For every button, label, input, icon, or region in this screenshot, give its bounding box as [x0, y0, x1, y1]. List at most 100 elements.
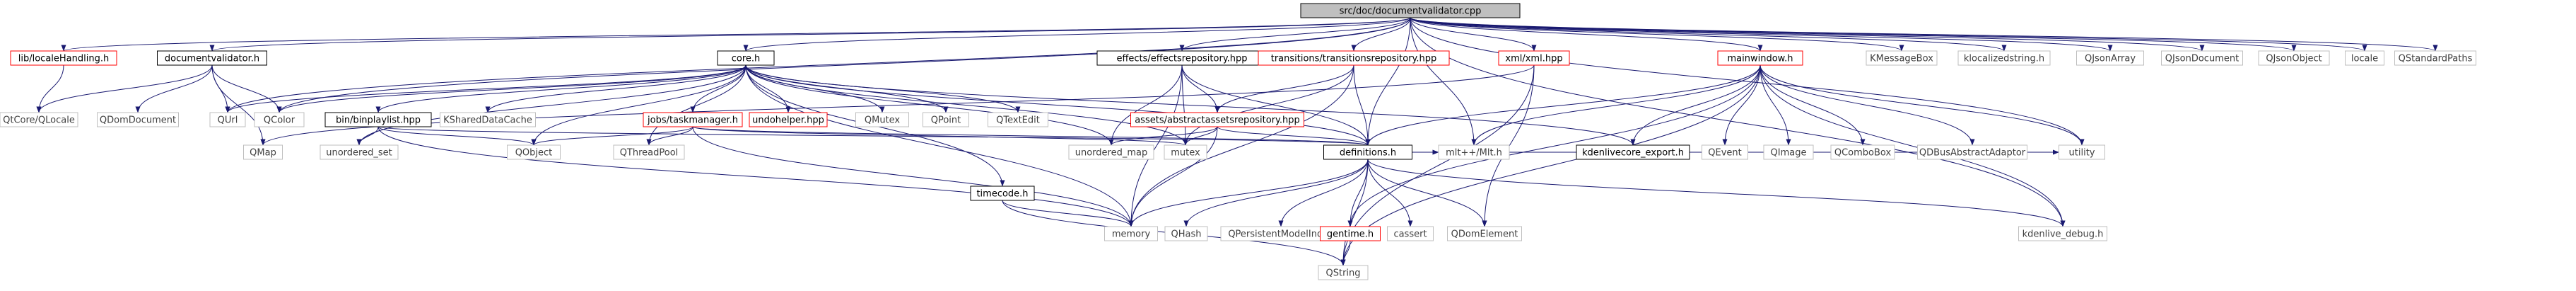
node-box-jobs [643, 112, 743, 127]
edge-root-to-locale [1410, 17, 2367, 52]
node-box-qimage [1763, 144, 1814, 160]
node-box-lh [10, 50, 117, 66]
edge-mainwin-to-kdebug [1760, 64, 2066, 227]
edge-mainwin-to-mlt [1471, 64, 1761, 146]
edge-mainwin-to-qdbus [1760, 64, 1975, 146]
node-qdomdoc: QDomDocument [97, 112, 179, 127]
edge-core-to-qobject [531, 64, 747, 146]
edge-jobs-to-defs [692, 126, 1370, 146]
node-label-timecode: timecode.h [976, 189, 1028, 200]
node-label-effrepo: effects/effectsrepository.hpp [1116, 54, 1247, 64]
node-box-qmutex [855, 112, 909, 127]
node-box-qcloc [0, 112, 78, 127]
node-box-qjdoc [2161, 50, 2243, 66]
edge-root-to-mainwin [1410, 17, 1763, 52]
edge-binpl-to-defs [377, 126, 1370, 146]
node-qmap: QMap [243, 144, 283, 160]
node-label-mlt: mlt++/Mlt.h [1446, 148, 1502, 159]
node-label-qthreadpool: QThreadPool [620, 148, 679, 159]
edge-core-to-defs [745, 64, 1371, 146]
node-box-kdebug [2018, 226, 2107, 241]
node-kdebug: kdenlive_debug.h [2018, 226, 2107, 241]
node-qhash: QHash [1164, 226, 1208, 241]
node-qmutex: QMutex [855, 112, 909, 127]
edge-effrepo-to-absrepo [1181, 64, 1220, 113]
node-box-kshared [440, 112, 536, 127]
node-timecode[interactable]: timecode.h [970, 186, 1035, 201]
edge-root-to-kmsg [1410, 17, 1904, 52]
node-label-locale: locale [2351, 54, 2378, 64]
edge-defs-to-kdebug [1367, 159, 2066, 227]
edge-root-to-qstdp [1410, 17, 2437, 52]
node-qurl: QUrl [209, 112, 246, 127]
node-absrepo[interactable]: assets/abstractassetsrepository.hpp [1130, 112, 1304, 127]
node-undo[interactable]: undohelper.hpp [749, 112, 828, 127]
nodes-layer: src/doc/documentvalidator.cpp lib/localeH… [0, 3, 2476, 280]
node-binpl[interactable]: bin/binplaylist.hpp [324, 112, 432, 127]
edge-root-to-qurl [225, 17, 1411, 113]
edge-root-to-dvh [210, 17, 1411, 52]
node-kexport[interactable]: kdenlivecore_export.h [1576, 144, 1690, 160]
edge-binpl-to-qobject [377, 126, 537, 146]
node-qthreadpool: QThreadPool [613, 144, 685, 160]
node-label-root: src/doc/documentvalidator.cpp [1340, 6, 1482, 17]
node-box-cassert [1387, 226, 1434, 241]
node-core[interactable]: core.h [717, 50, 775, 66]
edge-mainwin-to-qimage [1760, 64, 1791, 146]
edge-absrepo-to-defs [1217, 126, 1371, 146]
node-box-qjarr [2076, 50, 2144, 66]
node-qdbus: QDBusAbstractAdaptor [1917, 144, 2027, 160]
node-label-cassert: cassert [1393, 229, 1427, 240]
node-box-kloc [1957, 50, 2051, 66]
node-transrepo[interactable]: transitions/transitionsrepository.hpp [1258, 50, 1450, 66]
node-defs[interactable]: definitions.h [1323, 144, 1412, 160]
node-qcolor: QColor [254, 112, 305, 127]
node-box-qhash [1164, 226, 1208, 241]
node-label-mainwin: mainwindow.h [1728, 54, 1793, 64]
node-box-qjobj [2258, 50, 2330, 66]
edge-root-to-transrepo [1351, 17, 1411, 52]
node-label-transrepo: transitions/transitionsrepository.hpp [1271, 54, 1437, 64]
node-label-binpl: bin/binplaylist.hpp [336, 115, 421, 126]
node-label-absrepo: assets/abstractassetsrepository.hpp [1135, 115, 1300, 126]
edge-lh-to-qcloc [36, 64, 64, 113]
node-label-qobject: QObject [515, 148, 553, 159]
node-label-qstring: QString [1325, 268, 1360, 279]
edge-dvh-to-qurl [211, 64, 230, 113]
node-dvh[interactable]: documentvalidator.h [157, 50, 267, 66]
node-xml[interactable]: xml/xml.hpp [1498, 50, 1570, 66]
node-label-qjobj: QJsonObject [2266, 54, 2322, 64]
node-label-qjdoc: QJsonDocument [2165, 54, 2239, 64]
node-label-qurl: QUrl [218, 115, 238, 126]
node-box-qpoint [923, 112, 969, 127]
node-qimage: QImage [1763, 144, 1814, 160]
node-gentime[interactable]: gentime.h [1320, 226, 1381, 241]
edge-core-to-qurl [225, 64, 747, 113]
node-label-qpoint: QPoint [931, 115, 961, 126]
node-kloc: klocalizedstring.h [1957, 50, 2051, 66]
node-jobs[interactable]: jobs/taskmanager.h [643, 112, 743, 127]
node-effrepo[interactable]: effects/effectsrepository.hpp [1096, 50, 1267, 66]
node-label-kloc: klocalizedstring.h [1964, 54, 2044, 64]
edge-core-to-umap [745, 64, 1114, 146]
node-lh[interactable]: lib/localeHandling.h [10, 50, 117, 66]
node-root[interactable]: src/doc/documentvalidator.cpp [1300, 3, 1521, 18]
node-qpmi: QPersistentModelIndex [1220, 226, 1342, 241]
edge-transrepo-to-absrepo [1214, 64, 1354, 113]
edge-mainwin-to-qcombo [1760, 64, 1866, 146]
edge-defs-to-qstring [1340, 159, 1369, 266]
node-memory: memory [1104, 226, 1158, 241]
edge-mainwin-to-kexport [1630, 64, 1761, 146]
node-label-defs: definitions.h [1340, 148, 1396, 159]
node-qcombo: QComboBox [1830, 144, 1895, 160]
node-label-undo: undohelper.hpp [752, 115, 824, 126]
node-box-absrepo [1130, 112, 1304, 127]
edge-transrepo-to-defs [1353, 64, 1371, 146]
node-qpoint: QPoint [923, 112, 969, 127]
node-label-umap: unordered_map [1075, 148, 1148, 159]
edge-jobs-to-qobject [531, 126, 693, 146]
node-box-mainwin [1717, 50, 1803, 66]
node-mainwin[interactable]: mainwindow.h [1717, 50, 1803, 66]
node-box-qcombo [1830, 144, 1895, 160]
edge-core-to-uset [356, 64, 747, 146]
